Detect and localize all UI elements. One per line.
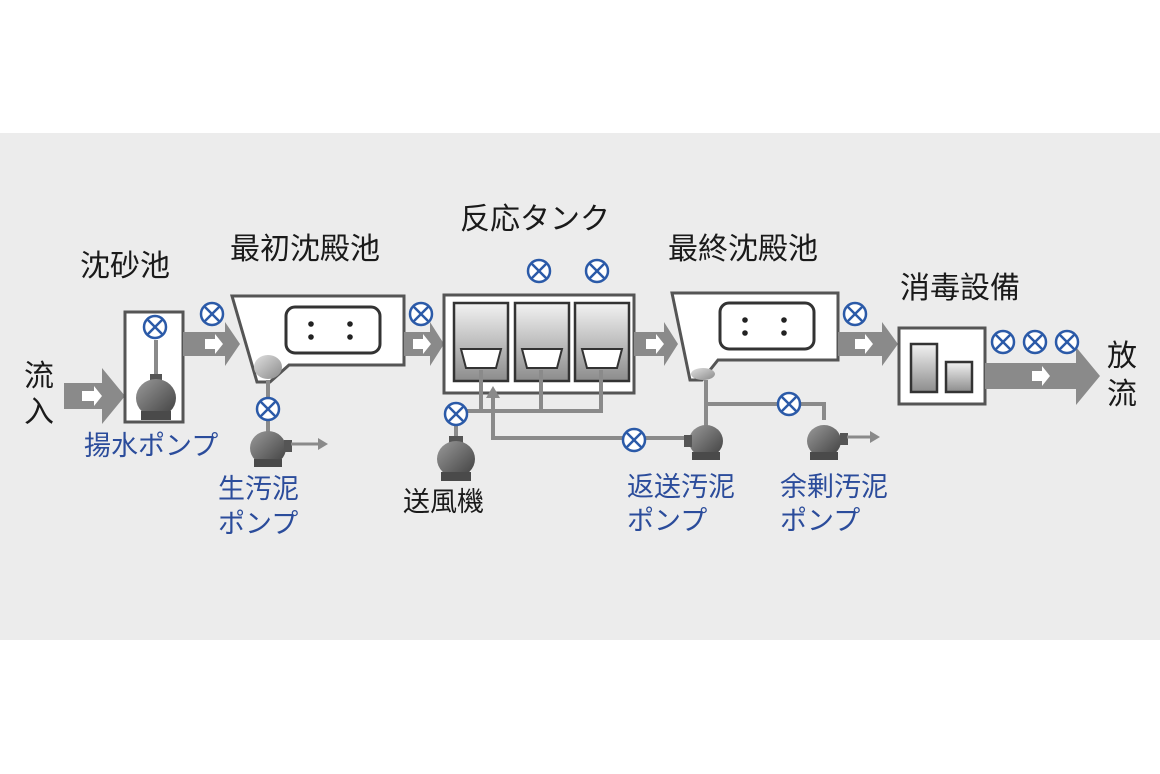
sensor-reaction-tank-1-icon (526, 258, 552, 284)
final-sludge-deposit (691, 368, 715, 380)
blower-label: 送風機 (403, 487, 484, 518)
sensor-excess-sludge-icon (776, 391, 802, 417)
sensor-lift-pump-icon (142, 314, 168, 340)
reaction-tank-cell-1 (452, 301, 510, 383)
sensor-return-sludge-icon (621, 427, 647, 453)
outflow-arrow-icon (985, 347, 1100, 405)
reaction-tank-cell-2 (513, 301, 571, 383)
stage-label-grit-chamber: 沈砂池 (80, 249, 170, 284)
excess-sludge-pump-icon (807, 425, 880, 460)
inflow-label-line2: 入 (24, 395, 54, 430)
sensor-grit-outlet-icon (199, 301, 225, 327)
final-to-disinfection-arrow-icon (838, 322, 898, 366)
sensor-reaction-tank-2-icon (584, 258, 610, 284)
final-settling-dots (742, 317, 787, 336)
return-sludge-pump-label-line2: ポンプ (627, 506, 707, 537)
primary-sludge-deposit (254, 355, 282, 379)
primary-settling-inner-box (284, 305, 382, 355)
sensor-primary-outlet-icon (408, 301, 434, 327)
stage-label-reaction-tank: 反応タンク (460, 202, 610, 237)
sensor-outflow-3-icon (1054, 329, 1080, 355)
excess-sludge-pump-label-line2: ポンプ (780, 506, 860, 537)
reaction-tank-cell-3 (573, 301, 631, 383)
inflow-label-line1: 流 (24, 359, 54, 394)
sensor-blower-icon (443, 401, 469, 427)
reaction-to-final-arrow-icon (634, 322, 678, 366)
lift-pump-label: 揚水ポンプ (84, 431, 218, 462)
lift-pump-icon (136, 374, 176, 420)
sensor-raw-sludge-icon (255, 396, 281, 422)
excess-sludge-pump-label-line1: 余剰汚泥 (780, 472, 888, 503)
raw-sludge-pump-label-line1: 生汚泥 (218, 474, 299, 505)
disinfection-chamber-small (944, 360, 974, 394)
disinfection-chamber-large (909, 342, 939, 394)
primary-to-reaction-arrow-icon (404, 322, 444, 366)
inflow-arrow-icon (64, 368, 125, 424)
final-settling-inner-box (718, 301, 816, 351)
blower-icon (437, 436, 475, 481)
sensor-final-outlet-icon (842, 301, 868, 327)
return-sludge-pump-icon (684, 425, 723, 460)
outflow-label-line1: 放 (1107, 339, 1137, 374)
stage-label-final-settling: 最終沈殿池 (668, 232, 818, 267)
grit-chamber-to-primary-arrow-icon (183, 322, 240, 366)
sensor-outflow-2-icon (1022, 329, 1048, 355)
raw-sludge-pump-label-line2: ポンプ (218, 509, 298, 540)
raw-sludge-pump-icon (250, 431, 328, 467)
sensor-outflow-1-icon (990, 329, 1016, 355)
return-sludge-pump-label-line1: 返送汚泥 (627, 472, 735, 503)
primary-settling-dots (308, 321, 353, 340)
stage-label-primary-settling: 最初沈殿池 (230, 232, 380, 267)
outflow-label-line2: 流 (1107, 377, 1137, 412)
stage-label-disinfection: 消毒設備 (900, 271, 1020, 306)
return-sludge-arrowhead (486, 386, 500, 398)
aeration-air-pipe (479, 370, 603, 413)
